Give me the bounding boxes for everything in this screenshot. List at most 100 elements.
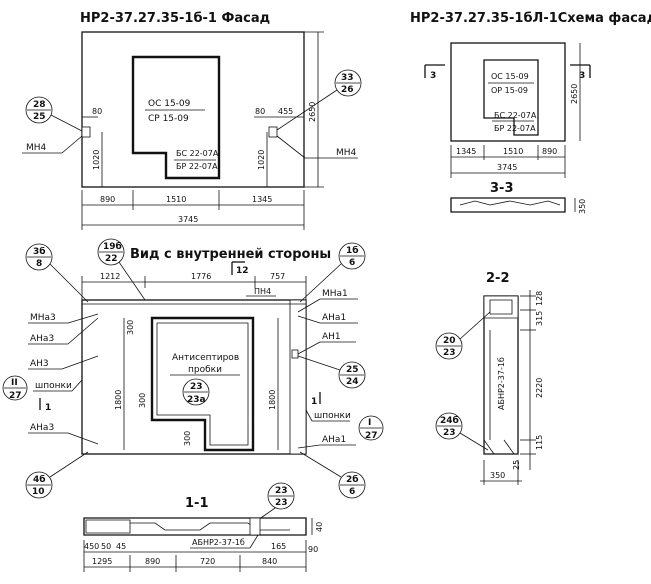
section-11-dim-165: 165 (271, 542, 286, 551)
inner-label-an3: АН3 (30, 359, 49, 369)
inner-dim-1212: 1212 (100, 272, 120, 281)
facade-dim-80-right: 80 (255, 107, 265, 116)
facade-right-callout-top: 33 (341, 73, 354, 83)
facade-dim-1345: 1345 (252, 195, 272, 204)
facade-balcony-top-label: БС 22-07А (176, 149, 219, 158)
inner-mark-23-bottom: 23а (187, 395, 206, 405)
inner-mark-2b-top: 2б (346, 474, 359, 485)
section-22-mark-bot-a: 24б (440, 415, 459, 426)
inner-opening-outer (150, 316, 255, 452)
facade-right-embed (268, 126, 278, 138)
section-22-dim-115: 115 (535, 435, 544, 450)
inner-mark-25-bottom: 24 (346, 377, 359, 387)
section-11-dim-40: 40 (315, 522, 324, 532)
facade-right-label: МН4 (336, 148, 357, 158)
scheme-balcony-top: БС 22-07А (494, 111, 537, 120)
inner-label-ana3-top: АНа3 (30, 334, 54, 344)
inner-mark-4b-top: 4б (33, 474, 46, 485)
section-11-dim-450: 450 (84, 542, 99, 551)
section-22-mark-top-a: 20 (443, 336, 456, 346)
facade-opening-outline (131, 55, 221, 180)
facade-right-callout (334, 69, 362, 97)
section-22-label: АБНР2-37-1б (497, 357, 506, 410)
inner-mark-4b-bottom: 10 (32, 487, 45, 497)
inner-label-shponki-right: шпонки (314, 411, 351, 421)
section-11-dim-90: 90 (308, 545, 318, 554)
inner-plug-line2: пробки (188, 365, 222, 375)
section-11-dim-1295: 1295 (92, 557, 112, 566)
inner-label-ana1-bottom: АНа1 (322, 435, 346, 445)
scheme-dim-1510: 1510 (503, 147, 523, 156)
facade-opening-bottom-label: СР 15-09 (148, 114, 189, 124)
inner-mark-1b-top: 1б (346, 245, 359, 256)
scheme-dim-1345: 1345 (456, 147, 476, 156)
facade-dim-total: 3745 (178, 215, 198, 224)
inner-callout-23 (182, 378, 210, 406)
inner-section-1-right: 1 (311, 397, 317, 407)
section-11-outline (83, 517, 307, 536)
scheme-section-right-label: 3 (579, 71, 585, 81)
inner-mark-ii-top: II (11, 378, 18, 388)
inner-label-mna3: МНа3 (30, 313, 56, 323)
facade-view: НР2-37.27.35-1б-1 Фасад ОС 15-09 СР 15-0… (22, 11, 362, 230)
inner-label-ana1-top: АНа1 (322, 313, 346, 323)
inner-label-pn4: ПН4 (254, 287, 271, 296)
inner-dim-757: 757 (270, 272, 285, 281)
section-33-dim-350: 350 (578, 199, 587, 214)
facade-balcony-bottom-label: БР 22-07А (176, 162, 218, 171)
facade-left-label: МН4 (26, 143, 47, 153)
inner-callout-ii (2, 375, 28, 401)
scheme-opening-bottom: ОР 15-09 (491, 86, 528, 95)
inner-mark-25-top: 25 (346, 365, 359, 375)
scheme-opening-top: ОС 15-09 (491, 72, 529, 81)
facade-dim-80-left: 80 (92, 107, 102, 116)
section-22-view: 2-2 АБНР2-37-1б 20 23 24б 23 128 315 222… (435, 271, 544, 485)
section-22-callout-top (435, 332, 463, 360)
facade-dim-1020-right: 1020 (257, 150, 266, 170)
section-22-dim-2220: 2220 (535, 378, 544, 398)
inner-mark-ii-bottom: 27 (9, 391, 22, 401)
scheme-dim-890: 890 (542, 147, 557, 156)
scheme-opening-outline (483, 59, 539, 136)
inner-callout-1b (338, 242, 366, 270)
inner-dim-300-top: 300 (126, 320, 135, 335)
section-22-dim-25: 25 (512, 460, 521, 470)
scheme-panel-outline (450, 42, 566, 142)
inner-mark-i-top: I (368, 418, 371, 428)
inner-dim-1800-left: 1800 (114, 390, 123, 410)
inner-mark-2b-bottom: 6 (349, 487, 355, 497)
section-11-mark-bottom: 23 (275, 498, 288, 508)
inner-opening-inner (156, 322, 249, 446)
facade-opening-top-label: ОС 15-09 (148, 99, 191, 109)
section-22-callout-bottom (435, 412, 463, 440)
section-22-dim-315: 315 (535, 311, 544, 326)
facade-right-callout-bottom: 26 (341, 85, 354, 95)
facade-left-callout (25, 96, 53, 124)
inner-mark-19b-top: 19б (103, 241, 122, 252)
section-22-dim-128: 128 (535, 291, 544, 306)
section-22-title: 2-2 (486, 271, 510, 286)
inner-callout-4b (25, 471, 53, 499)
inner-section-1-left: 1 (45, 403, 51, 413)
scheme-section-left-label: 3 (430, 71, 436, 81)
inner-title: Вид с внутренней стороны (130, 247, 331, 262)
inner-dim-1776: 1776 (191, 272, 211, 281)
section-11-mark-top: 23 (275, 486, 288, 496)
inner-callout-3b (25, 243, 53, 271)
facade-left-callout-bottom: 25 (33, 112, 46, 122)
section-33-title: 3-3 (490, 181, 514, 196)
section-11-title: 1-1 (185, 496, 209, 511)
section-11-dim-50: 50 (101, 542, 111, 551)
inner-callout-25 (338, 361, 366, 389)
inner-mark-i-bottom: 27 (365, 431, 378, 441)
inner-callout-19b (97, 238, 125, 266)
scheme-balcony-bottom: БР 22-07А (494, 124, 536, 133)
facade-left-callout-top: 28 (33, 100, 46, 110)
section-33-outline (450, 197, 566, 213)
inner-mark-1b-bottom: 6 (349, 258, 355, 268)
inner-label-an1: АН1 (322, 332, 341, 342)
inner-label-ana3-bottom: АНа3 (30, 423, 54, 433)
section-11-dim-45: 45 (116, 542, 126, 551)
section-22-mark-top-b: 23 (443, 348, 456, 358)
inner-mark-19b-bottom: 22 (105, 254, 118, 264)
